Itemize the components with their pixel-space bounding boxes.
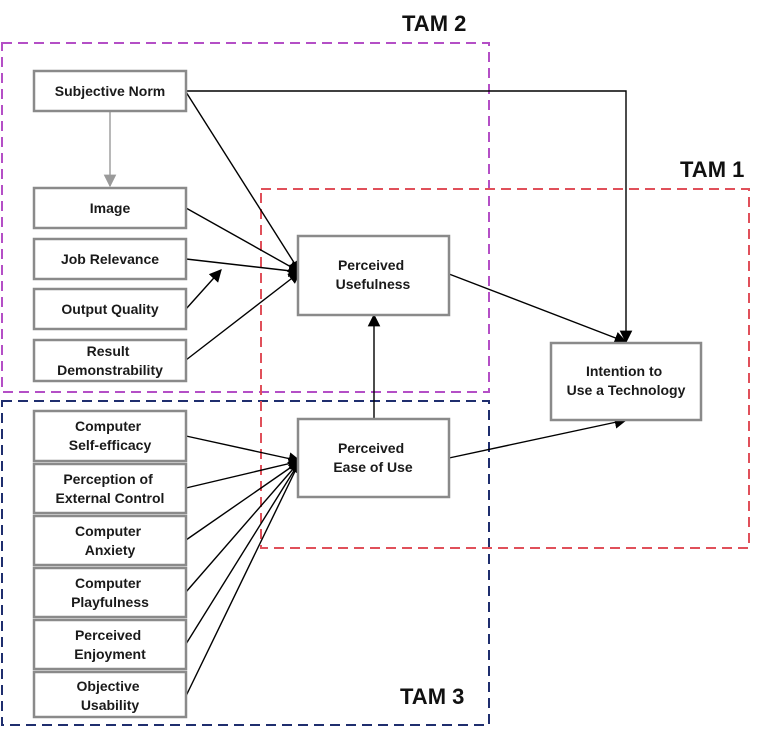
node-computer-self-efficacy: Computer Self-efficacy (32, 409, 188, 463)
node-label-line: Perception of (63, 471, 153, 487)
node-label-line: Perceived (338, 440, 404, 456)
edge-subjective-norm-to-intention (186, 90, 633, 344)
node-label-line: Subjective Norm (55, 83, 165, 99)
edge-anxiety-to-ease-of-use (185, 460, 302, 541)
svg-text:Perceived Enjoyment: Perceived Enjoyment (74, 627, 146, 662)
svg-text:Objective Usability: Objective Usability (77, 678, 144, 713)
tam2-title: TAM 2 (402, 11, 466, 36)
svg-text:Computer Anxiety: Computer Anxiety (75, 523, 145, 558)
svg-text:Subjective Norm: Subjective Norm (55, 83, 165, 99)
node-subjective-norm: Subjective Norm (32, 69, 188, 113)
node-perceived-ease-of-use: Perceived Ease of Use (296, 417, 451, 499)
svg-text:Result Demonstrability: Result Demonstrability (57, 343, 163, 378)
edge-perceived-usefulness-to-intention (448, 273, 628, 344)
node-perceived-usefulness: Perceived Usefulness (296, 234, 451, 317)
node-label-line: Playfulness (71, 594, 149, 610)
edge-output-quality-moderator (185, 269, 222, 310)
edge-ease-of-use-to-intention (448, 416, 628, 459)
node-intention-to-use: Intention to Use a Technology (549, 341, 703, 422)
node-perception-external-control: Perception of External Control (32, 462, 188, 515)
tam1-title: TAM 1 (680, 157, 744, 182)
node-label-line: Use a Technology (567, 382, 686, 398)
node-label-line: Self-efficacy (69, 437, 152, 453)
node-label-line: Ease of Use (333, 459, 413, 475)
node-output-quality: Output Quality (32, 287, 188, 331)
node-label-line: External Control (56, 490, 165, 506)
node-objective-usability: Objective Usability (32, 670, 188, 719)
svg-text:Image: Image (90, 200, 131, 216)
edge-self-efficacy-to-ease-of-use (185, 435, 302, 465)
tam3-title: TAM 3 (400, 684, 464, 709)
edge-job-relevance-to-perceived-usefulness (185, 258, 302, 277)
edges (103, 90, 633, 697)
node-label-line: Perceived (338, 257, 404, 273)
svg-text:Perception of External C: Perception of External Control (56, 471, 165, 506)
node-label-line: Anxiety (85, 542, 136, 558)
tam3-group-box (1, 400, 490, 726)
node-label-line: Intention to (586, 363, 662, 379)
node-label-line: Computer (75, 575, 142, 591)
node-label-line: Perceived (75, 627, 141, 643)
node-label-line: Image (90, 200, 131, 216)
node-job-relevance: Job Relevance (32, 237, 188, 281)
edge-result-demonstrability-to-perceived-usefulness (185, 271, 301, 361)
node-label-line: Computer (75, 523, 142, 539)
node-label-line: Computer (75, 418, 142, 434)
node-label-line: Objective (77, 678, 140, 694)
svg-text:Perceived Ease of Use: Perceived Ease of Use (333, 440, 413, 475)
node-label-line: Result (87, 343, 130, 359)
node-result-demonstrability: Result Demonstrability (32, 338, 188, 383)
node-perceived-enjoyment: Perceived Enjoyment (32, 618, 188, 671)
tam2-group-box (1, 42, 490, 393)
node-label-line: Enjoyment (74, 646, 146, 662)
node-image: Image (32, 186, 188, 230)
svg-text:Computer Playfulness: Computer Playfulness (71, 575, 149, 610)
edge-external-control-to-ease-of-use (185, 457, 302, 489)
edge-subjective-norm-to-perceived-usefulness (185, 91, 301, 274)
edge-image-to-perceived-usefulness (185, 207, 302, 273)
edge-playfulness-to-ease-of-use (185, 460, 301, 593)
edge-objective-usability-to-ease-of-use (185, 459, 301, 697)
node-label-line: Demonstrability (57, 362, 163, 378)
node-label-line: Usefulness (336, 276, 411, 292)
svg-text:Job Relevance: Job Relevance (61, 251, 159, 267)
node-label-line: Job Relevance (61, 251, 159, 267)
svg-text:Computer Self-efficacy: Computer Self-efficacy (69, 418, 152, 453)
node-computer-playfulness: Computer Playfulness (32, 566, 188, 619)
node-label-line: Output Quality (61, 301, 158, 317)
node-computer-anxiety: Computer Anxiety (32, 514, 188, 567)
node-label-line: Usability (81, 697, 140, 713)
svg-text:Perceived Usefulness: Perceived Usefulness (336, 257, 411, 292)
edge-enjoyment-to-ease-of-use (185, 459, 301, 645)
tam1-group-box (260, 188, 750, 549)
svg-text:Output Quality: Output Quality (61, 301, 158, 317)
svg-text:Intention to Use a Techn: Intention to Use a Technology (567, 363, 686, 398)
